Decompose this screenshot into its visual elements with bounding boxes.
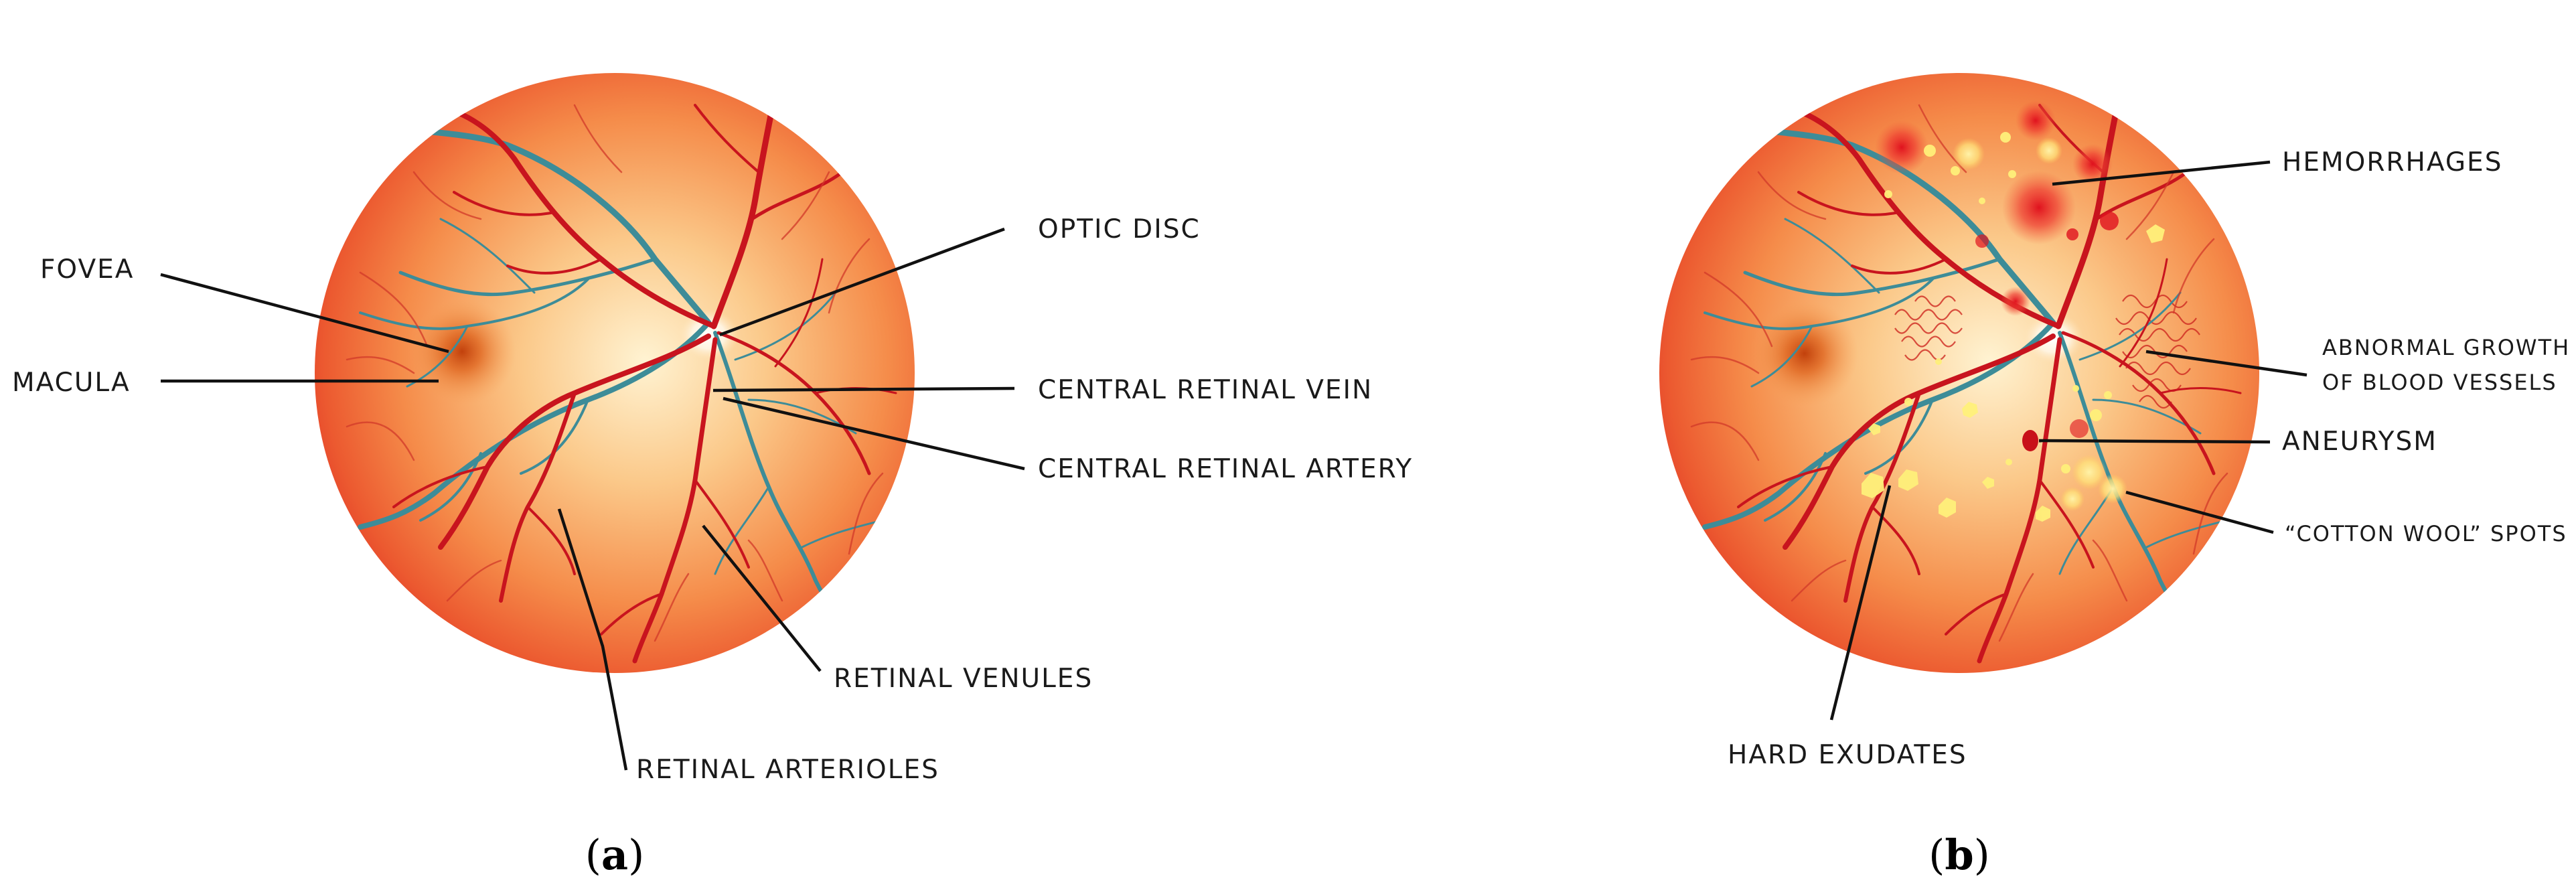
leader-arterioles bbox=[557, 508, 628, 771]
leader-abnormal-growth bbox=[2145, 350, 2307, 377]
label-arterioles: RETINAL ARTERIOLES bbox=[636, 755, 939, 785]
label-abnormal-growth-line2: OF BLOOD VESSELS bbox=[2322, 370, 2557, 395]
macula-spot-a bbox=[408, 298, 516, 405]
label-abnormal-growth-line1: ABNORMAL GROWTH bbox=[2322, 335, 2570, 360]
panel-b: HEMORRHAGES ABNORMAL GROWTH OF BLOOD VES… bbox=[1659, 73, 2570, 879]
label-hard-exudates: HARD EXUDATES bbox=[1728, 740, 1967, 770]
cotton-wool-spots bbox=[1953, 137, 2127, 511]
leader-central-vein bbox=[712, 386, 1015, 392]
label-aneurysm: ANEURYSM bbox=[2282, 427, 2437, 457]
leader-cotton-wool bbox=[2125, 490, 2274, 534]
label-central-vein: CENTRAL RETINAL VEIN bbox=[1038, 375, 1373, 405]
caption-b: (b) bbox=[1928, 830, 1990, 879]
label-hemorrhages: HEMORRHAGES bbox=[2282, 147, 2502, 177]
hard-exudates bbox=[1862, 132, 2165, 522]
eye-fundus-a bbox=[315, 73, 915, 673]
leader-optic-disc bbox=[719, 227, 1005, 337]
leader-hemorrhages bbox=[2052, 160, 2271, 186]
label-cotton-wool: “COTTON WOOL” SPOTS bbox=[2285, 521, 2567, 546]
hemorrhage-spots bbox=[1875, 100, 2119, 438]
caption-a: (a) bbox=[585, 830, 645, 879]
label-fovea: FOVEA bbox=[40, 254, 134, 285]
label-venules: RETINAL VENULES bbox=[834, 664, 1093, 694]
leader-fovea bbox=[160, 273, 449, 354]
leader-central-artery bbox=[723, 396, 1025, 471]
panel-a: FOVEA MACULA OPTIC DISC CENTRAL RETINAL … bbox=[12, 73, 1413, 879]
aneurysm-dot bbox=[2022, 430, 2038, 451]
leader-venules bbox=[702, 524, 822, 672]
leader-hard-exudates bbox=[1829, 485, 1892, 721]
label-optic-disc: OPTIC DISC bbox=[1038, 214, 1201, 244]
label-macula: MACULA bbox=[12, 368, 131, 398]
macula-spot-b bbox=[1751, 300, 1858, 407]
label-central-artery: CENTRAL RETINAL ARTERY bbox=[1038, 454, 1413, 484]
leader-aneurysm bbox=[2038, 439, 2271, 444]
